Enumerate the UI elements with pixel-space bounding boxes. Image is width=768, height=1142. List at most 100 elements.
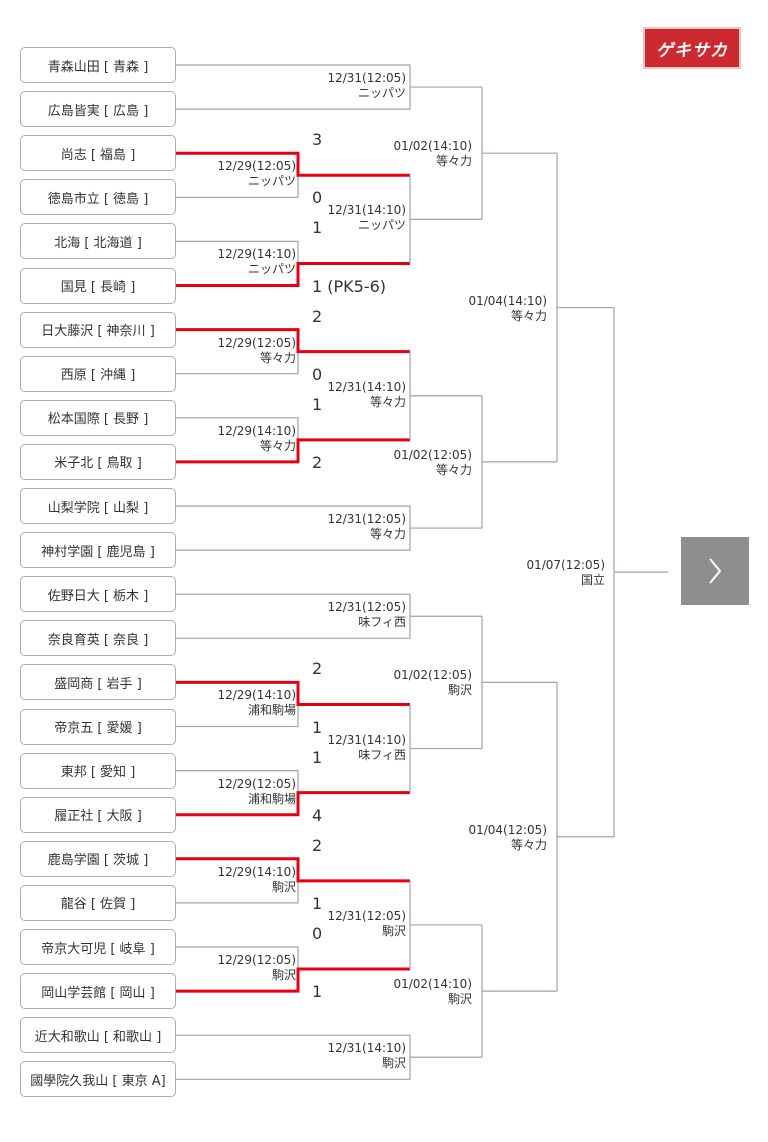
match-score: 2 (312, 306, 323, 326)
match-score: 1 (312, 747, 323, 767)
match-venue: 駒沢 (381, 923, 406, 938)
match-venue: 駒沢 (381, 1056, 406, 1071)
match-score: 1 (312, 394, 323, 414)
match-date: 12/31(12:05) (327, 71, 406, 86)
team-box[interactable]: 盛岡商 [ 岩手 ] (20, 664, 176, 701)
match-label: 12/31(14:10)ニッパツ (327, 203, 406, 233)
team-box[interactable]: 龍谷 [ 佐賀 ] (20, 884, 176, 921)
team-box[interactable]: 山梨学院 [ 山梨 ] (20, 488, 176, 524)
team-box[interactable]: 東邦 [ 愛知 ] (20, 752, 176, 789)
match-venue: 等々力 (510, 837, 547, 852)
match-venue: 駒沢 (447, 683, 472, 698)
team-box[interactable]: 西原 [ 沖縄 ] (20, 355, 176, 392)
team-box[interactable]: 帝京五 [ 愛媛 ] (20, 708, 176, 745)
match-label: 12/31(14:10)駒沢 (327, 1041, 406, 1071)
team-box[interactable]: 徳島市立 [ 徳島 ] (20, 179, 176, 216)
match-venue: ニッパツ (357, 86, 406, 101)
team-box[interactable]: 奈良育英 [ 奈良 ] (20, 620, 176, 657)
match-score: 1 (PK5-6) (312, 276, 387, 296)
team-box[interactable]: 米子北 [ 鳥取 ] (20, 443, 176, 480)
match-venue: 等々力 (259, 438, 296, 453)
bracket-line (176, 704, 299, 728)
chevron-right-icon (709, 558, 722, 584)
match-label: 12/31(14:10)味フィ西 (327, 733, 406, 763)
team-box[interactable]: 岡山学芸館 [ 岡山 ] (20, 973, 176, 1010)
next-button[interactable] (681, 537, 749, 605)
match-date: 01/02(14:10) (393, 139, 472, 154)
match-date: 12/29(14:10) (217, 688, 296, 703)
team-box[interactable]: 履正社 [ 大阪 ] (20, 796, 176, 833)
match-date: 12/29(12:05) (217, 159, 296, 174)
match-date: 12/31(12:05) (327, 908, 406, 923)
match-date: 01/02(12:05) (393, 668, 472, 683)
match-date: 12/31(12:05) (327, 600, 406, 615)
match-score: 4 (312, 805, 323, 825)
match-venue: 浦和駒場 (247, 703, 296, 718)
match-score: 1 (312, 717, 323, 737)
winner-line (176, 967, 410, 993)
match-label: 12/31(14:10)等々力 (327, 380, 406, 410)
match-label: 12/31(12:05)ニッパツ (327, 71, 406, 101)
match-date: 12/31(14:10) (327, 203, 406, 218)
match-venue: 浦和駒場 (247, 791, 296, 806)
match-label: 01/02(12:05)駒沢 (393, 668, 472, 698)
match-score: 2 (312, 835, 323, 855)
winner-line (176, 328, 410, 354)
winner-line (176, 261, 410, 287)
match-score: 2 (312, 659, 323, 679)
match-date: 12/29(14:10) (217, 247, 296, 262)
team-box[interactable]: 近大和歌山 [ 和歌山 ] (20, 1017, 176, 1054)
match-venue: 等々力 (369, 394, 406, 409)
team-box[interactable]: 青森山田 [ 青森 ] (20, 47, 176, 83)
match-score: 1 (312, 218, 323, 238)
team-box[interactable]: 日大藤沢 [ 神奈川 ] (20, 311, 176, 348)
team-box[interactable]: 佐野日大 [ 栃木 ] (20, 576, 176, 613)
match-score: 1 (312, 982, 323, 1002)
match-date: 12/29(12:05) (217, 335, 296, 350)
match-date: 01/07(12:05) (526, 558, 605, 573)
match-date: 12/31(12:05) (327, 512, 406, 527)
team-box[interactable]: 松本国際 [ 長野 ] (20, 399, 176, 436)
winner-line (176, 438, 410, 464)
winner-line (176, 151, 410, 177)
team-box[interactable]: 国見 [ 長崎 ] (20, 267, 176, 304)
match-venue: 駒沢 (447, 992, 472, 1007)
match-label: 12/29(12:05)駒沢 (217, 953, 296, 983)
match-label: 12/31(12:05)等々力 (327, 512, 406, 542)
team-box[interactable]: 神村学園 [ 鹿児島 ] (20, 532, 176, 569)
match-score: 2 (312, 452, 323, 472)
team-box[interactable]: 鹿島学園 [ 茨城 ] (20, 840, 176, 877)
match-venue: 駒沢 (271, 968, 296, 983)
match-venue: ニッパツ (247, 174, 296, 189)
bracket-line (176, 240, 299, 264)
match-date: 01/04(14:10) (468, 293, 547, 308)
match-venue: 国立 (580, 573, 605, 588)
match-date: 12/29(12:05) (217, 953, 296, 968)
match-label: 12/29(14:10)ニッパツ (217, 247, 296, 277)
final-label: 01/07(12:05)国立 (526, 558, 605, 588)
match-label: 01/02(12:05)等々力 (393, 448, 472, 478)
match-venue: 等々力 (435, 462, 472, 477)
match-date: 01/04(12:05) (468, 822, 547, 837)
match-label: 12/29(12:05)浦和駒場 (217, 777, 296, 807)
match-date: 12/29(12:05) (217, 776, 296, 791)
bracket-line (176, 175, 299, 198)
match-label: 12/29(14:10)等々力 (217, 424, 296, 454)
winner-line (176, 857, 410, 883)
team-box[interactable]: 帝京大可児 [ 岐阜 ] (20, 929, 176, 965)
match-date: 12/29(14:10) (217, 864, 296, 879)
match-venue: ニッパツ (357, 218, 406, 233)
match-label: 01/04(14:10)等々力 (468, 294, 547, 324)
match-venue: 味フィ西 (358, 615, 406, 630)
winner-line (176, 791, 410, 817)
match-label: 01/02(14:10)駒沢 (393, 977, 472, 1007)
team-box[interactable]: 國學院久我山 [ 東京 A] (20, 1061, 176, 1098)
team-box[interactable]: 北海 [ 北海道 ] (20, 223, 176, 260)
bracket-line (176, 351, 299, 375)
team-box[interactable]: 広島皆実 [ 広島 ] (20, 91, 176, 128)
match-score: 3 (312, 130, 323, 150)
match-venue: 等々力 (435, 154, 472, 169)
match-label: 01/04(12:05)等々力 (468, 823, 547, 853)
team-box[interactable]: 尚志 [ 福島 ] (20, 135, 176, 172)
